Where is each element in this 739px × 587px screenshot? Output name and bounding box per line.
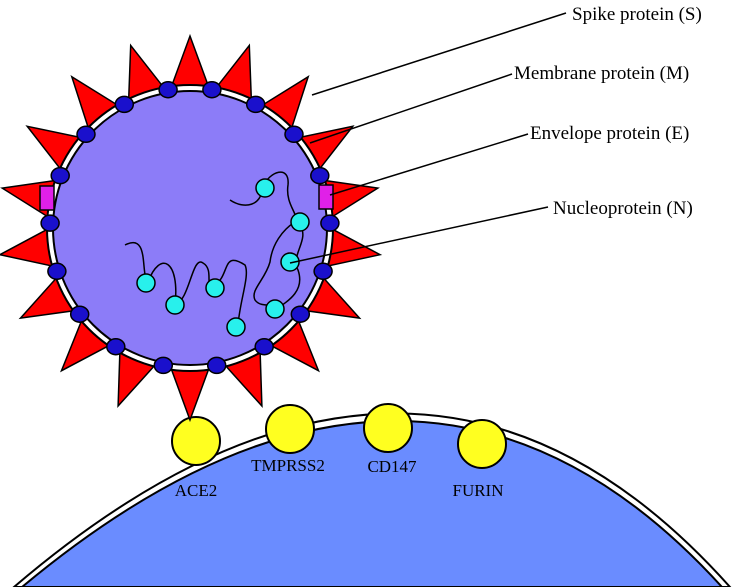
receptor-labels: ACE2 TMPRSS2 CD147 FURIN (175, 456, 504, 500)
rna-strand-right (274, 224, 304, 311)
membrane-protein (106, 337, 126, 356)
membrane-protein (290, 305, 311, 323)
label-envelope-protein: Envelope protein (E) (530, 123, 689, 144)
membrane-protein (153, 356, 174, 375)
label-cd147: CD147 (367, 457, 417, 476)
label-nucleoprotein: Nucleoprotein (N) (553, 198, 693, 219)
nucleoprotein (265, 299, 285, 319)
label-spike-protein: Spike protein (S) (572, 4, 702, 25)
membrane-protein (158, 80, 178, 99)
envelope-protein (318, 184, 334, 210)
membrane-protein (76, 125, 96, 144)
membrane-protein (202, 80, 222, 99)
host-cell (12, 412, 732, 587)
membrane-proteins (40, 80, 340, 375)
nucleoprotein (280, 252, 300, 272)
callout-labels: Spike protein (S) Membrane protein (M) E… (514, 4, 702, 219)
nucleoprotein (165, 295, 185, 315)
receptor-furin (457, 419, 507, 469)
membrane-protein (284, 125, 304, 144)
label-ace2: ACE2 (175, 481, 218, 500)
leader-membrane (309, 73, 513, 144)
nucleoprotein (255, 178, 275, 198)
membrane-protein (254, 337, 274, 356)
membrane-protein (40, 214, 60, 232)
membrane-protein (114, 95, 135, 114)
label-furin: FURIN (452, 481, 503, 500)
nucleoprotein (290, 212, 310, 232)
membrane-protein (310, 166, 330, 185)
nucleoprotein (226, 317, 246, 337)
nucleoprotein (136, 273, 156, 293)
membrane-protein (313, 262, 333, 281)
leader-lines (289, 12, 567, 264)
nucleoproteins (136, 178, 310, 337)
membrane-protein (69, 305, 90, 323)
envelope-protein (39, 185, 55, 211)
cell-receptors (171, 403, 507, 469)
envelope-proteins (39, 184, 334, 211)
virion (0, 33, 383, 423)
label-tmprss2: TMPRSS2 (251, 456, 325, 475)
leader-nucleo (289, 206, 549, 264)
membrane-protein (206, 356, 227, 375)
membrane-protein (245, 95, 266, 114)
receptor-ace2 (171, 416, 221, 466)
membrane-protein (47, 262, 67, 281)
nucleoprotein (205, 278, 225, 298)
receptor-cd147 (363, 403, 413, 453)
leader-spike (311, 12, 567, 96)
label-membrane-protein: Membrane protein (M) (514, 63, 689, 84)
membrane-protein (320, 214, 340, 232)
leader-envelope (329, 133, 529, 196)
membrane-protein (50, 166, 70, 185)
receptor-tmprss2 (265, 404, 315, 454)
